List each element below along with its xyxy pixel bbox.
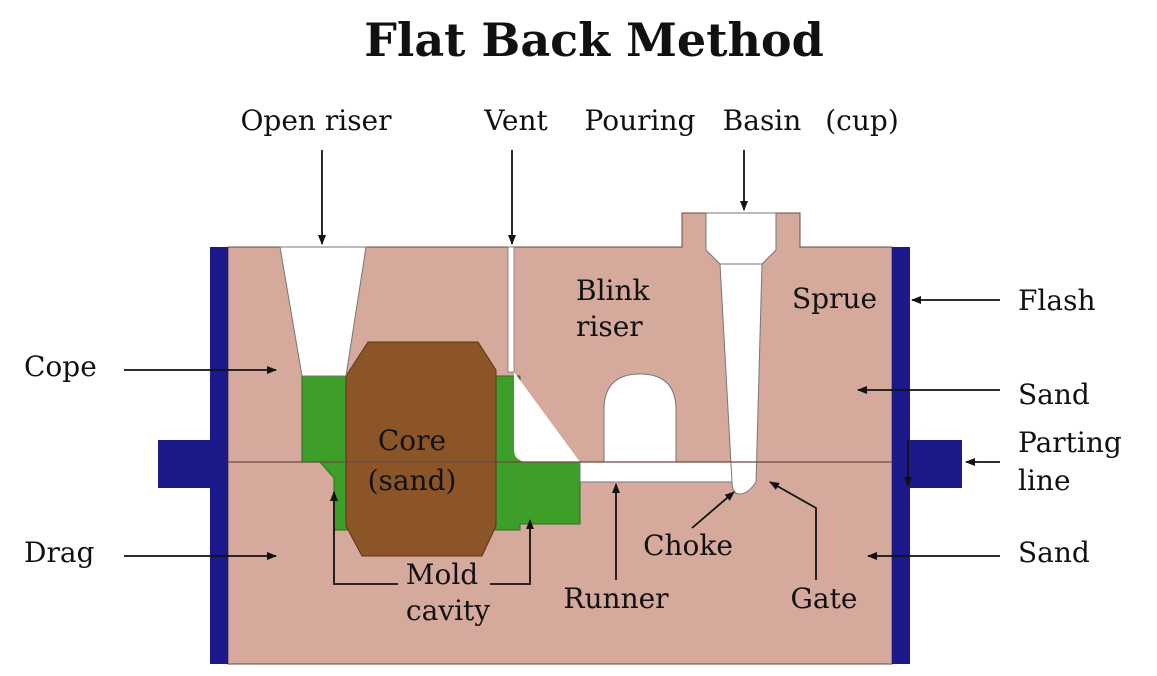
label-sand-top: Sand	[1018, 378, 1090, 411]
arrow-choke	[691, 491, 735, 529]
label-cup: (cup)	[825, 104, 899, 137]
flask-left-wall	[210, 247, 228, 664]
label-drag: Drag	[24, 536, 95, 569]
flask-right-handle	[910, 440, 962, 488]
label-parting-line-line2: line	[1018, 464, 1071, 497]
flask-right-wall	[892, 247, 910, 664]
label-sprue: Sprue	[792, 282, 877, 315]
arrow-gate	[769, 481, 817, 580]
label-parting-line-line1: Parting	[1018, 426, 1122, 459]
label-cope: Cope	[24, 350, 97, 383]
label-pouring: Pouring	[585, 104, 696, 137]
open-riser-void	[279, 246, 367, 377]
label-core-line1: Core	[378, 424, 446, 457]
vent-void	[507, 246, 515, 373]
diagram-title: Flat Back Method	[364, 13, 824, 67]
label-runner: Runner	[563, 582, 669, 615]
label-mold-cavity-line2: cavity	[406, 594, 490, 627]
label-vent: Vent	[483, 104, 548, 137]
label-gate: Gate	[791, 582, 858, 615]
label-core-line2: (sand)	[368, 464, 457, 497]
core-sand	[345, 341, 497, 557]
label-blink-riser-line1: Blink	[576, 274, 651, 307]
label-choke: Choke	[643, 529, 733, 562]
sprue-void	[719, 263, 763, 495]
label-open-riser: Open riser	[240, 104, 392, 137]
runner-void	[579, 461, 743, 483]
label-basin: Basin	[723, 104, 802, 137]
flask-left-handle	[158, 440, 210, 488]
arrow-mold-cavity-right	[490, 519, 534, 585]
label-flash: Flash	[1018, 284, 1095, 317]
blink-riser-void	[603, 373, 677, 463]
cavity-to-runner-void	[514, 372, 580, 462]
label-mold-cavity-line1: Mold	[406, 558, 478, 591]
pouring-basin-void	[705, 212, 777, 265]
label-sand-bottom: Sand	[1018, 536, 1090, 569]
label-blink-riser-line2: riser	[576, 310, 643, 343]
arrow-mold-cavity-left	[330, 491, 398, 585]
